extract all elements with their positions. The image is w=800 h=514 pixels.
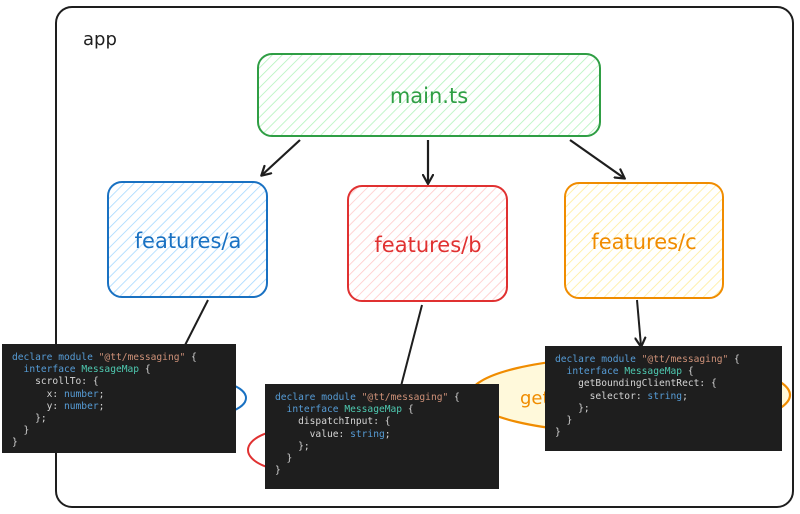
code-token: string	[350, 428, 385, 440]
code-token: ;	[682, 390, 688, 402]
code-token: dispatchInput: {	[275, 416, 391, 428]
code-token: selector:	[555, 390, 648, 402]
code-line: interface MessageMap {	[555, 366, 772, 378]
node-features-b-label: features/b	[374, 233, 481, 257]
code-token: ;	[98, 400, 105, 412]
code-line: }	[12, 425, 226, 437]
code-line: declare module "@tt/messaging" {	[555, 354, 772, 366]
code-token: ;	[384, 428, 391, 440]
node-features-b: features/b	[347, 185, 508, 302]
code-token: {	[402, 404, 414, 416]
code-token: }	[12, 425, 30, 437]
code-line: };	[12, 413, 226, 425]
arrow-main-to-c	[569, 139, 624, 178]
code-token: "@tt/messaging"	[98, 352, 186, 363]
code-line: }	[555, 415, 772, 427]
app-frame	[55, 6, 794, 508]
code-line: interface MessageMap {	[275, 404, 489, 416]
code-block-a: declare module "@tt/messaging" { interfa…	[2, 344, 236, 453]
code-token: }	[555, 427, 561, 439]
ellipse-c-label: get	[520, 388, 550, 409]
code-token: }	[275, 452, 293, 464]
code-line: getBoundingClientRect: {	[555, 378, 772, 390]
code-line: }	[275, 465, 489, 477]
node-features-c: features/c	[564, 182, 724, 299]
code-token: y:	[12, 400, 64, 412]
code-token: {	[185, 352, 197, 363]
code-token: declare module	[275, 392, 362, 403]
code-line: declare module "@tt/messaging" {	[275, 392, 489, 404]
code-line: x: number;	[12, 389, 226, 401]
code-line: value: string;	[275, 429, 489, 441]
code-token: };	[12, 412, 47, 424]
node-main-ts-label: main.ts	[390, 84, 468, 108]
code-token: string	[647, 390, 683, 402]
code-token: {	[448, 392, 460, 403]
arrow-main-to-a	[262, 139, 301, 175]
code-token: "@tt/messaging"	[641, 354, 729, 365]
code-token: interface	[275, 404, 345, 416]
code-token: interface	[555, 366, 625, 378]
code-line: };	[275, 441, 489, 453]
code-line: }	[275, 453, 489, 465]
code-token: number	[63, 400, 99, 412]
code-token: declare module	[12, 352, 99, 363]
code-token: {	[728, 354, 740, 365]
code-line: };	[555, 403, 772, 415]
code-token: ;	[98, 388, 105, 400]
code-token: MessageMap	[624, 366, 683, 378]
code-line: declare module "@tt/messaging" {	[12, 352, 226, 364]
code-line: }	[555, 427, 772, 439]
code-token: getBoundingClientRect: {	[555, 378, 717, 390]
code-token: {	[139, 364, 151, 376]
code-token: x:	[12, 388, 64, 400]
code-line: dispatchInput: {	[275, 416, 489, 428]
code-line: interface MessageMap {	[12, 364, 226, 376]
code-token: declare module	[555, 354, 642, 365]
code-line: y: number;	[12, 401, 226, 413]
arrow-c-code	[637, 299, 641, 346]
code-token: "@tt/messaging"	[361, 392, 449, 403]
code-line: selector: string;	[555, 391, 772, 403]
code-token: };	[555, 402, 590, 414]
code-line: scrollTo: {	[12, 376, 226, 388]
app-frame-label: app	[83, 29, 117, 50]
code-token: }	[12, 437, 18, 449]
connector-b-code	[399, 304, 423, 391]
code-token: number	[63, 388, 99, 400]
code-token: MessageMap	[344, 404, 403, 416]
code-block-b: declare module "@tt/messaging" { interfa…	[265, 384, 499, 489]
code-block-c: declare module "@tt/messaging" { interfa…	[545, 346, 782, 451]
code-line: }	[12, 437, 226, 449]
code-token: }	[555, 414, 573, 426]
code-token: interface	[12, 364, 82, 376]
code-token: }	[275, 465, 281, 477]
code-token: MessageMap	[81, 364, 140, 376]
code-token: };	[275, 440, 310, 452]
code-token: scrollTo: {	[12, 376, 99, 388]
code-token: {	[682, 366, 694, 378]
code-token: value:	[275, 428, 351, 440]
node-features-a: features/a	[107, 181, 268, 298]
node-features-c-label: features/c	[591, 230, 696, 254]
node-main-ts: main.ts	[257, 53, 601, 137]
node-features-a-label: features/a	[135, 229, 242, 253]
